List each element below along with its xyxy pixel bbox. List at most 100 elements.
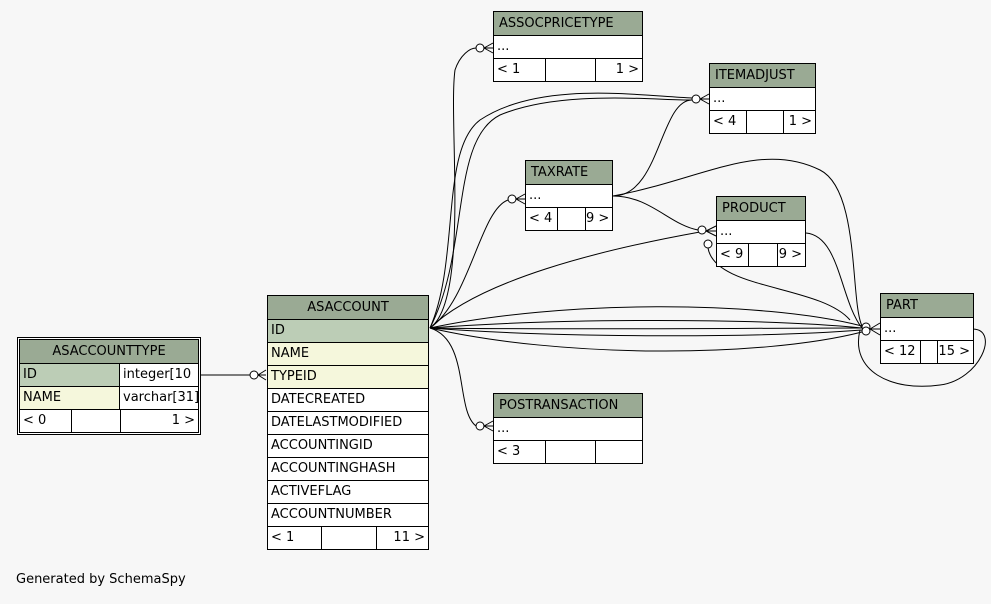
relationship-optional-marker <box>703 239 713 249</box>
relationship-crowfoot <box>699 93 710 105</box>
parents-count[interactable]: < 12 <box>881 341 921 363</box>
column-row[interactable]: DATECREATED <box>268 389 428 412</box>
relationship-line <box>429 327 863 337</box>
relationship-line <box>858 328 986 387</box>
parents-count[interactable]: < 4 <box>526 208 558 230</box>
relationship-crowfoot <box>705 225 717 237</box>
table-asaccount[interactable]: ASACCOUNT ID NAME TYPEID DATECREATED DAT… <box>267 295 429 550</box>
children-count[interactable]: 15 > <box>938 344 970 359</box>
column-row[interactable]: NAME varchar[31] <box>20 387 198 410</box>
relationship-optional-marker <box>861 326 871 336</box>
table-title: ASACCOUNT <box>268 296 428 320</box>
table-part[interactable]: PART ... < 12 15 > <box>880 293 974 364</box>
relationship-line <box>805 232 863 329</box>
column-row[interactable]: ACCOUNTINGHASH <box>268 458 428 481</box>
children-count[interactable]: 11 > <box>393 530 425 545</box>
column-row[interactable]: ... <box>881 318 973 341</box>
table-postransaction[interactable]: POSTRANSACTION ... < 3 <box>493 393 643 464</box>
column-row[interactable]: ACTIVEFLAG <box>268 481 428 504</box>
column-row[interactable]: ... <box>710 88 815 111</box>
table-product[interactable]: PRODUCT ... < 9 9 > <box>716 196 806 267</box>
relationship-crowfoot <box>869 322 881 336</box>
column-row[interactable]: ACCOUNTINGID <box>268 435 428 458</box>
relationship-line <box>429 199 509 329</box>
column-row[interactable]: NAME <box>268 343 428 366</box>
column-row[interactable]: ... <box>717 221 805 244</box>
relationship-line <box>429 97 693 329</box>
table-footer: < 4 9 > <box>526 208 612 230</box>
relationship-optional-marker <box>697 225 707 235</box>
table-title: ASACCOUNTTYPE <box>20 340 198 364</box>
relationship-optional-marker <box>475 43 485 53</box>
children-count[interactable]: 1 > <box>788 114 812 129</box>
children-count[interactable]: 1 > <box>171 413 195 428</box>
column-row[interactable]: ACCOUNTNUMBER <box>268 504 428 527</box>
table-footer: < 1 1 > <box>494 59 642 81</box>
footer-spacer <box>72 410 121 432</box>
relationship-optional-marker <box>249 370 259 380</box>
table-footer: < 3 <box>494 441 642 463</box>
parents-count[interactable]: < 1 <box>494 59 546 81</box>
parents-count[interactable]: < 4 <box>710 111 747 133</box>
table-asaccounttype[interactable]: ASACCOUNTTYPE ID integer[10 NAME varchar… <box>17 337 201 435</box>
column-type: varchar[31] <box>123 390 198 405</box>
relationship-crowfoot <box>515 193 526 205</box>
relationship-line <box>429 306 863 329</box>
relationship-optional-marker <box>507 194 517 204</box>
relationship-line <box>612 195 699 231</box>
relationship-line <box>612 99 693 197</box>
table-taxrate[interactable]: TAXRATE ... < 4 9 > <box>525 160 613 231</box>
parents-count[interactable]: < 3 <box>494 441 546 463</box>
children-count[interactable]: 1 > <box>615 62 639 77</box>
relationship-optional-marker <box>475 421 485 431</box>
table-footer: < 9 9 > <box>717 244 805 266</box>
footer-spacer <box>749 244 778 266</box>
table-itemadjust[interactable]: ITEMADJUST ... < 4 1 > <box>709 63 816 134</box>
column-row[interactable]: DATELASTMODIFIED <box>268 412 428 435</box>
footer-spacer <box>546 441 596 463</box>
footer-spacer <box>546 59 596 81</box>
table-title: PRODUCT <box>717 197 805 221</box>
column-row[interactable]: ... <box>494 36 642 59</box>
column-row[interactable]: ... <box>526 185 612 208</box>
column-name: ID <box>20 364 120 386</box>
parents-count[interactable]: < 1 <box>268 527 322 549</box>
table-footer: < 4 1 > <box>710 111 815 133</box>
column-row[interactable]: ID integer[10 <box>20 364 198 387</box>
table-title: ASSOCPRICETYPE <box>494 12 642 36</box>
parents-count[interactable]: < 9 <box>717 244 749 266</box>
table-title: TAXRATE <box>526 161 612 185</box>
parents-count[interactable]: < 0 <box>20 410 72 432</box>
children-count[interactable] <box>596 441 642 463</box>
relationship-optional-marker <box>691 94 701 104</box>
relationship-line <box>429 327 863 352</box>
relationship-line <box>429 231 701 329</box>
footer-spacer <box>558 208 586 230</box>
column-row[interactable]: ID <box>268 320 428 343</box>
table-footer: < 1 11 > <box>268 527 428 549</box>
relationship-line <box>429 327 477 427</box>
relationship-line <box>612 158 863 327</box>
relationship-line <box>429 92 693 329</box>
table-title: POSTRANSACTION <box>494 394 642 418</box>
relationship-crowfoot <box>483 42 494 54</box>
table-assocpricetype[interactable]: ASSOCPRICETYPE ... < 1 1 > <box>493 11 643 82</box>
children-count[interactable]: 9 > <box>586 211 610 226</box>
column-row[interactable]: ... <box>494 418 642 441</box>
table-title: PART <box>881 294 973 318</box>
relationship-crowfoot <box>483 420 494 432</box>
generated-by-caption: Generated by SchemaSpy <box>16 572 186 587</box>
relationship-line <box>429 320 863 329</box>
table-footer: < 12 15 > <box>881 341 973 363</box>
column-row[interactable]: TYPEID <box>268 366 428 389</box>
footer-spacer <box>747 111 784 133</box>
table-title: ITEMADJUST <box>710 64 815 88</box>
relationship-line <box>429 47 477 329</box>
column-name: NAME <box>20 387 120 409</box>
children-count[interactable]: 9 > <box>778 247 802 262</box>
table-footer: < 0 1 > <box>20 410 198 432</box>
column-type: integer[10 <box>123 367 192 382</box>
relationship-line <box>707 247 851 321</box>
relationship-crowfoot <box>257 369 267 381</box>
